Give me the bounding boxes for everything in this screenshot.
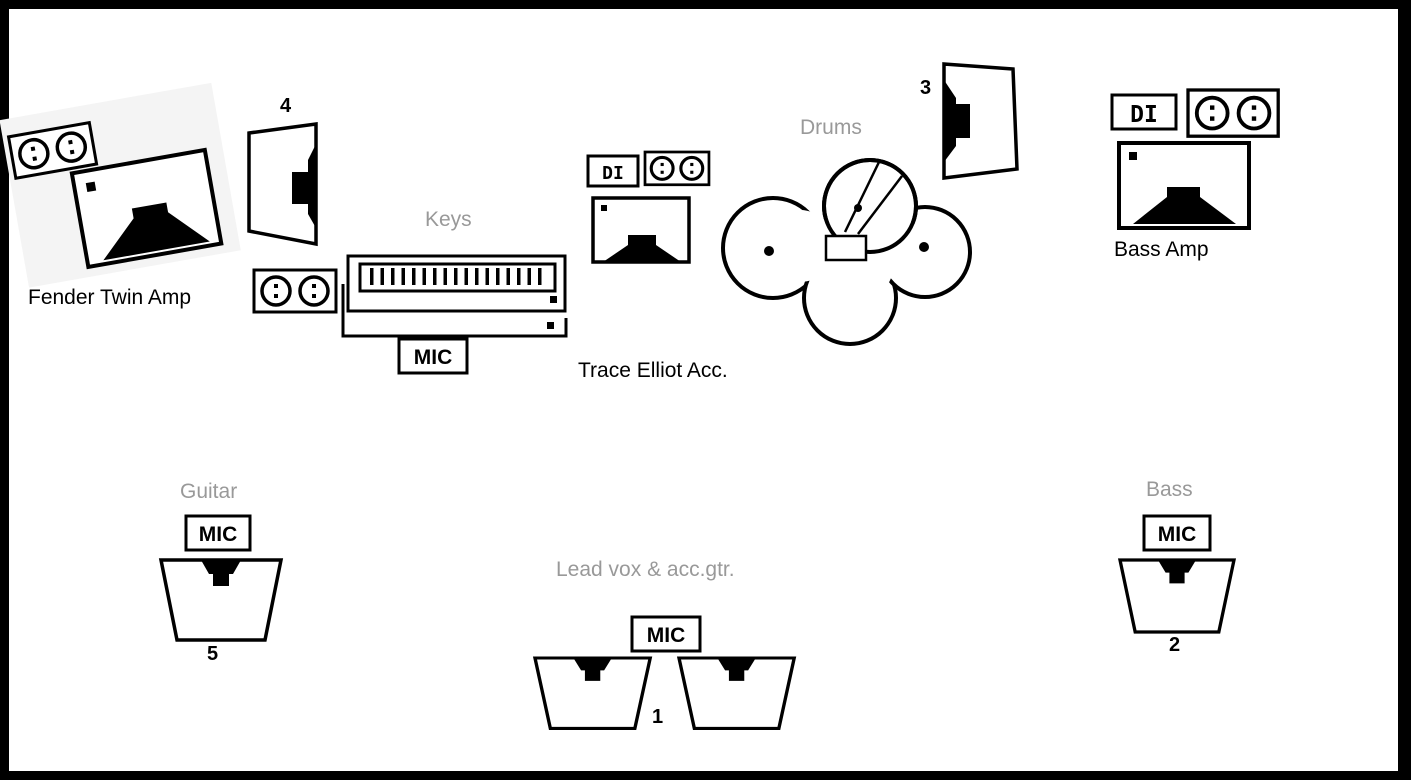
- monitor-5-number: 5: [207, 643, 218, 665]
- power-outlet-icon: [1186, 88, 1281, 139]
- bass-mic-box: MIC: [1142, 514, 1212, 552]
- monitor-2: [1118, 558, 1236, 634]
- bass-mic-label: MIC: [1158, 523, 1197, 546]
- keyboard-key: [401, 268, 405, 285]
- keyboard-key: [370, 268, 374, 285]
- keyboard-key: [433, 268, 437, 285]
- keys-mic-label: MIC: [414, 346, 453, 369]
- trace-elliot-group: DI: [586, 150, 711, 264]
- keyboard-key: [475, 268, 479, 285]
- keyboard-key: [527, 268, 531, 285]
- bass-amp-group: DI: [1110, 88, 1281, 230]
- keyboard-key: [506, 268, 510, 285]
- guitar-mic-label: MIC: [199, 523, 238, 546]
- bass-label: Bass: [1146, 478, 1193, 501]
- drums-label: Drums: [800, 116, 862, 139]
- keyboard-key: [380, 268, 384, 285]
- keyboard-key: [464, 268, 468, 285]
- keyboard-key: [422, 268, 426, 285]
- keyboard-key: [391, 268, 395, 285]
- keys-label: Keys: [425, 208, 472, 231]
- monitor-1-number: 1: [652, 706, 663, 728]
- keyboard-key: [412, 268, 416, 285]
- bass-di-label: DI: [1130, 102, 1158, 128]
- stage-area: [9, 9, 1398, 771]
- lead-mic-box: MIC: [630, 615, 702, 653]
- keyboard-key: [496, 268, 500, 285]
- keys-mic-box: MIC: [397, 337, 469, 375]
- trace-elliot-label: Trace Elliot Acc.: [578, 359, 728, 382]
- monitor-1-left: [533, 656, 652, 731]
- lead-mic-label: MIC: [647, 624, 686, 647]
- guitar-label: Guitar: [180, 480, 237, 503]
- fender-twin-amp-group: [0, 82, 241, 288]
- monitor-2-number: 2: [1169, 634, 1180, 656]
- monitor-5: [159, 558, 283, 642]
- power-outlet-icon: [252, 268, 338, 314]
- fender-amp-label: Fender Twin Amp: [28, 286, 191, 309]
- monitor-4-number: 4: [280, 95, 292, 117]
- drum-kit-icon: [721, 158, 972, 346]
- keyboard-key: [443, 268, 447, 285]
- lead-vox-label: Lead vox & acc.gtr.: [556, 558, 735, 581]
- keyboard-key: [485, 268, 489, 285]
- trace-di-label: DI: [602, 163, 624, 184]
- monitor-3: [942, 62, 1019, 180]
- keyboard-icon: [341, 254, 568, 338]
- guitar-mic-box: MIC: [184, 514, 252, 552]
- bass-amp-label: Bass Amp: [1114, 238, 1209, 261]
- monitor-1-right: [677, 656, 796, 731]
- keyboard-key: [538, 268, 542, 285]
- monitor-4: [247, 121, 318, 247]
- monitor-3-number: 3: [920, 77, 931, 99]
- keyboard-key: [517, 268, 521, 285]
- keyboard-key: [454, 268, 458, 285]
